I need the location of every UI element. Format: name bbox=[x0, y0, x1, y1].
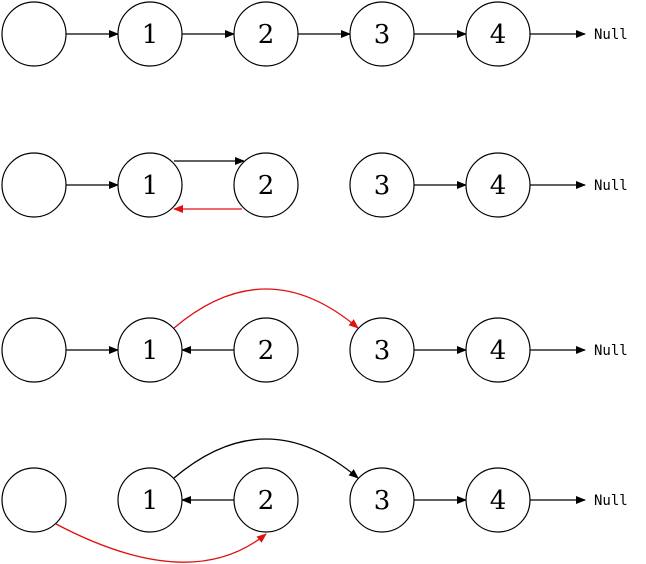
node-n3-label: 3 bbox=[374, 336, 391, 366]
node-n1-label: 1 bbox=[142, 20, 159, 50]
node-n4-circle bbox=[465, 467, 531, 533]
node-dummy-circle bbox=[1, 152, 67, 218]
node-n1-label: 1 bbox=[142, 171, 159, 201]
node-dummy-circle bbox=[1, 1, 67, 67]
edge-dummy-to-n2-arrow bbox=[55, 523, 267, 563]
step-2-group: 1 2 3 4 Null bbox=[1, 152, 628, 218]
node-n3-circle bbox=[349, 467, 415, 533]
node-n2-label: 2 bbox=[258, 171, 275, 201]
node-n2-circle bbox=[233, 152, 299, 218]
node-n4-label: 4 bbox=[490, 20, 507, 50]
null-label: Null bbox=[594, 178, 628, 194]
node-n1-circle bbox=[117, 467, 183, 533]
node-n1-circle bbox=[117, 152, 183, 218]
node-n4-label: 4 bbox=[490, 336, 507, 366]
node-n4-label: 4 bbox=[490, 486, 507, 516]
node-n3-label: 3 bbox=[374, 486, 391, 516]
node-n2-label: 2 bbox=[258, 20, 275, 50]
node-dummy-circle bbox=[1, 317, 67, 383]
null-label: Null bbox=[594, 493, 628, 509]
node-n1-label: 1 bbox=[142, 336, 159, 366]
node-n1-label: 1 bbox=[142, 486, 159, 516]
node-n3-circle bbox=[349, 1, 415, 67]
node-n3-circle bbox=[349, 317, 415, 383]
null-label: Null bbox=[594, 27, 628, 43]
node-n4-label: 4 bbox=[490, 171, 507, 201]
node-n2-circle bbox=[233, 1, 299, 67]
node-n2-circle bbox=[233, 467, 299, 533]
node-n2-label: 2 bbox=[258, 486, 275, 516]
node-n3-circle bbox=[349, 152, 415, 218]
node-n2-label: 2 bbox=[258, 336, 275, 366]
step-4-group: 1 2 3 4 Null bbox=[1, 438, 628, 563]
node-n3-label: 3 bbox=[374, 171, 391, 201]
node-n1-circle bbox=[117, 1, 183, 67]
step-3-group: 1 2 3 4 Null bbox=[1, 288, 628, 383]
null-label: Null bbox=[594, 343, 628, 359]
edge-n1-to-n3-arrow bbox=[173, 438, 359, 479]
edge-n1-to-n3-arrow bbox=[173, 288, 359, 329]
node-n3-label: 3 bbox=[374, 20, 391, 50]
node-dummy-circle bbox=[1, 467, 67, 533]
node-n1-circle bbox=[117, 317, 183, 383]
step-1-group: 1 2 3 4 Null bbox=[1, 1, 628, 67]
node-n4-circle bbox=[465, 152, 531, 218]
node-n4-circle bbox=[465, 1, 531, 67]
node-n4-circle bbox=[465, 317, 531, 383]
node-n2-circle bbox=[233, 317, 299, 383]
